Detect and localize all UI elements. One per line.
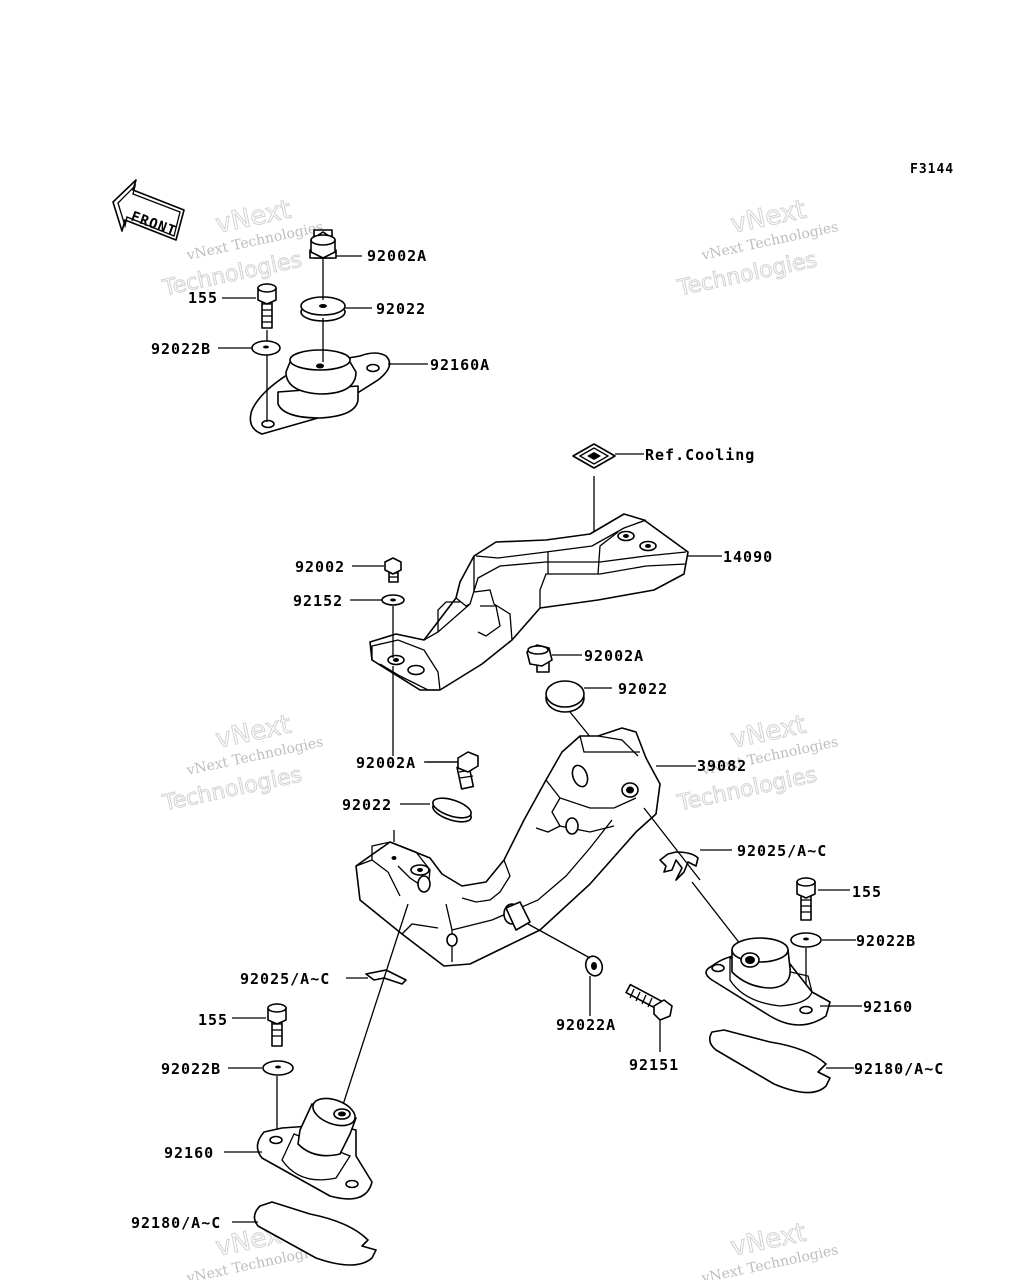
bolt-92002A-right [526,644,553,673]
label-92022-left: 92022 [342,796,392,814]
label-92025-right: 92025/A~C [737,842,827,860]
label-92002A-right: 92002A [584,647,644,665]
label-92022B-left: 92022B [161,1060,221,1078]
label-92002A-top: 92002A [367,247,427,265]
label-14090: 14090 [723,548,773,566]
label-92022-mid: 92022 [618,680,668,698]
label-92160-left: 92160 [164,1144,214,1162]
bolt-92151 [625,983,673,1021]
label-92022B-right: 92022B [856,932,916,950]
front-arrow-icon: FRONT [112,179,185,241]
bolt-155-right [796,877,816,921]
label-92160-right: 92160 [863,998,913,1016]
shim-92180-left [253,1201,377,1266]
bolt-92002 [384,557,402,583]
figure-code: F3144 [910,162,954,177]
label-155-left: 155 [198,1011,228,1029]
label-ref-cooling: Ref.Cooling [645,446,755,464]
label-92002A-mid: 92002A [356,754,416,772]
label-39082: 39082 [697,757,747,775]
mount-92160A [249,349,391,435]
label-92022A: 92022A [556,1016,616,1034]
label-155-right: 155 [852,883,882,901]
label-92022B-top: 92022B [151,340,211,358]
mount-92160-right [705,937,831,1026]
svg-text:Technologies: Technologies [160,762,304,816]
mount-92160A-group: 92002A 92022 155 92022B [151,229,490,435]
washer-92022-top [300,296,346,322]
washer-92152 [381,594,405,606]
washer-92022A [584,955,604,977]
label-155-top: 155 [188,289,218,307]
washer-92022-right [545,680,585,713]
engine-bracket-39082 [355,727,661,967]
label-92002: 92002 [295,558,345,576]
label-92152: 92152 [293,592,343,610]
label-92025-left: 92025/A~C [240,970,330,988]
label-92180-left: 92180/A~C [131,1214,221,1232]
bolt-155-top [257,283,277,329]
clip-92025-right [659,851,699,881]
mount-92160-left [256,1097,373,1200]
watermark: vNext vNext Technologies Technologies vN… [159,194,839,1280]
washer-92022B-left [262,1060,294,1076]
washer-92022-left [432,797,472,823]
label-92180-right: 92180/A~C [854,1060,944,1078]
label-92151: 92151 [629,1056,679,1074]
bolt-92002A-top [309,229,337,259]
shim-92180-right [708,1029,831,1094]
svg-text:Technologies: Technologies [675,247,819,301]
bolt-92002A-left [456,751,479,790]
bracket-14090-group: Ref.Cooling 14090 92002 [293,443,773,772]
bolt-155-left [267,1003,287,1047]
label-92160A: 92160A [430,356,490,374]
label-92022-top: 92022 [376,300,426,318]
ref-cooling-marker [572,443,616,469]
washer-92022B-top [251,340,281,356]
washer-92022B-right [790,932,822,948]
svg-text:Technologies: Technologies [160,247,304,301]
